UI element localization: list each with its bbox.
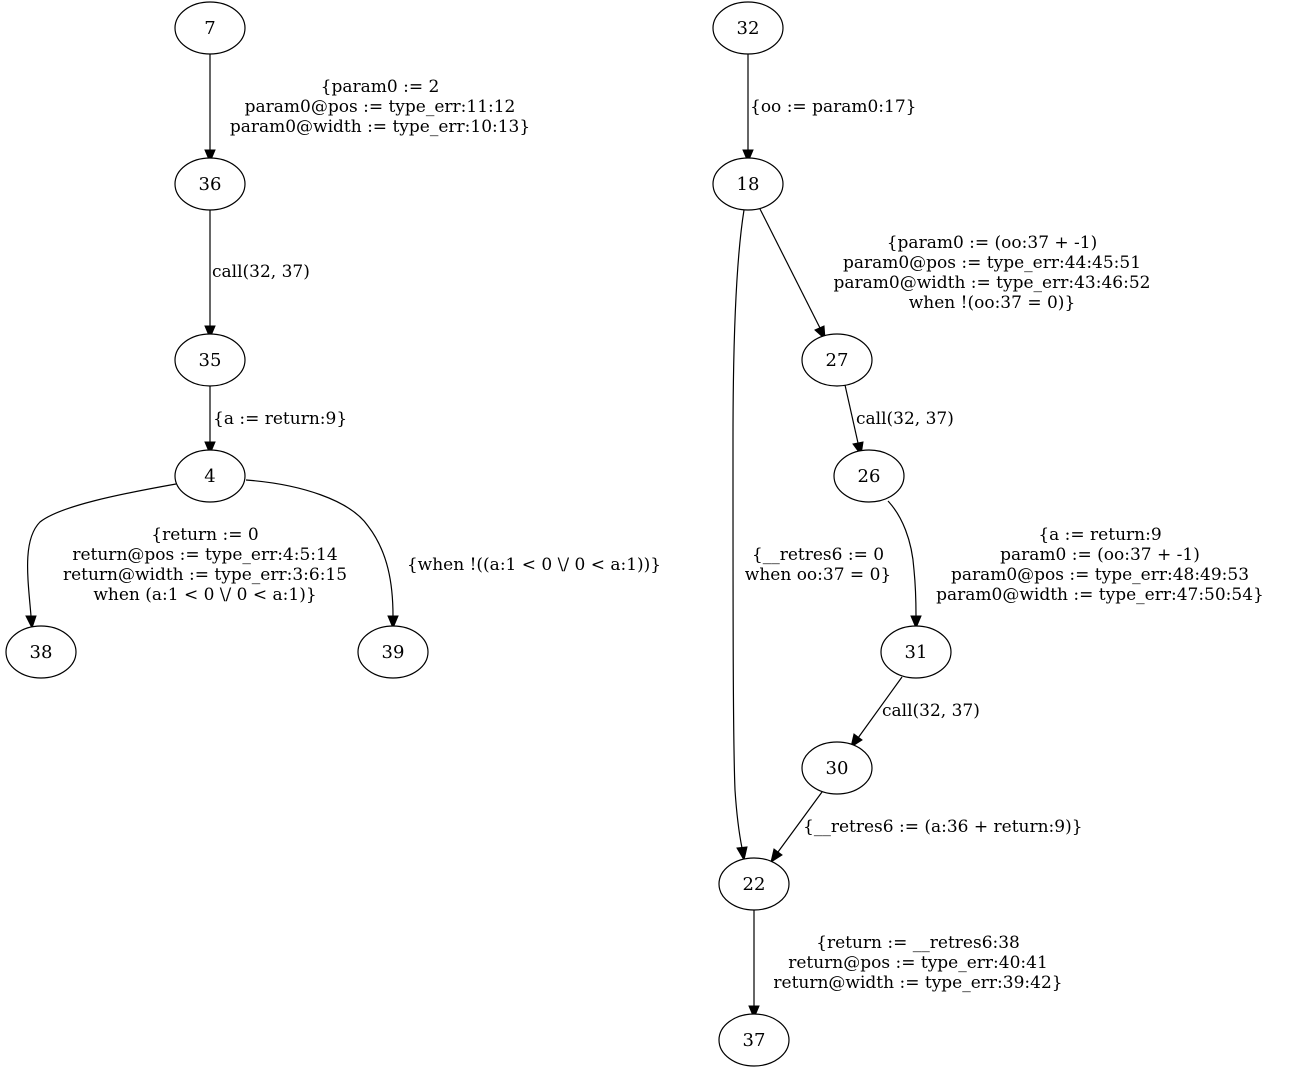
node-label: 27 xyxy=(826,350,849,371)
edge-label-line: return@pos := type_err:4:5:14 xyxy=(72,545,337,565)
edge-7-36 xyxy=(204,54,216,164)
edge-label-line: {__retres6 := 0 xyxy=(752,545,884,565)
node-label: 18 xyxy=(737,174,760,195)
node-36: 36 xyxy=(174,157,246,211)
edge-label-line: call(32, 37) xyxy=(856,409,954,429)
edge-label-line: param0@width := type_err:47:50:54} xyxy=(936,585,1264,605)
edge-label-line: when (a:1 < 0 \/ 0 < a:1)} xyxy=(93,585,316,605)
edge-label-18-27: {param0 := (oo:37 + -1) param0@pos := ty… xyxy=(834,233,1151,313)
edge-32-18 xyxy=(742,54,754,164)
edge-label-36-35: call(32, 37) xyxy=(212,262,310,282)
edge-label-line: {a := return:9 xyxy=(1038,525,1161,545)
edge-label-line: return@pos := type_err:40:41 xyxy=(788,953,1048,973)
edge-label-31-30: call(32, 37) xyxy=(882,701,980,721)
node-label: 4 xyxy=(204,466,215,487)
edge-label-4-38: {return := 0 return@pos := type_err:4:5:… xyxy=(63,525,347,605)
edge-31-30 xyxy=(850,676,903,749)
edge-label-line: {oo := param0:17} xyxy=(750,97,916,117)
node-30: 30 xyxy=(801,741,873,795)
node-label: 26 xyxy=(858,466,881,487)
node-label: 22 xyxy=(743,874,766,895)
edge-label-line: call(32, 37) xyxy=(212,262,310,282)
node-label: 36 xyxy=(199,174,222,195)
node-7: 7 xyxy=(174,1,246,55)
node-37: 37 xyxy=(718,1013,790,1067)
edge-30-22 xyxy=(770,791,823,864)
node-35: 35 xyxy=(174,333,246,387)
node-38: 38 xyxy=(5,625,77,679)
edge-35-4 xyxy=(204,386,216,456)
node-label: 30 xyxy=(826,758,849,779)
edge-label-7-36: {param0 := 2 param0@pos := type_err:11:1… xyxy=(230,77,530,137)
edge-label-line: param0@pos := type_err:44:45:51 xyxy=(843,253,1141,273)
edge-label-line: {param0 := (oo:37 + -1) xyxy=(887,233,1098,253)
node-18: 18 xyxy=(712,157,784,211)
edge-label-18-22: {__retres6 := 0 when oo:37 = 0} xyxy=(745,545,891,585)
node-39: 39 xyxy=(357,625,429,679)
edge-4-39 xyxy=(245,479,399,630)
edge-4-38 xyxy=(25,483,177,630)
edge-18-27 xyxy=(759,208,826,341)
edge-label-line: {param0 := 2 xyxy=(321,77,440,97)
edge-label-line: param0 := (oo:37 + -1) xyxy=(1000,545,1200,565)
edge-36-35 xyxy=(204,210,216,340)
node-label: 7 xyxy=(204,18,215,39)
edge-label-line: when !(oo:37 = 0)} xyxy=(909,293,1076,313)
node-32: 32 xyxy=(712,1,784,55)
edge-label-line: call(32, 37) xyxy=(882,701,980,721)
node-22: 22 xyxy=(718,857,790,911)
edge-label-line: param0@width := type_err:43:46:52 xyxy=(834,273,1151,293)
node-label: 31 xyxy=(905,642,928,663)
node-label: 35 xyxy=(199,350,222,371)
node-label: 37 xyxy=(743,1030,766,1051)
edge-label-4-39: {when !((a:1 < 0 \/ 0 < a:1))} xyxy=(407,555,661,575)
edge-label-line: return@width := type_err:3:6:15 xyxy=(63,565,347,585)
edge-label-line: return@width := type_err:39:42} xyxy=(773,973,1062,993)
edge-label-27-26: call(32, 37) xyxy=(856,409,954,429)
edge-label-line: param0@width := type_err:10:13} xyxy=(230,117,530,137)
edge-label-30-22: {__retres6 := (a:36 + return:9)} xyxy=(803,817,1083,837)
edge-label-line: param0@pos := type_err:11:12 xyxy=(245,97,516,117)
node-26: 26 xyxy=(833,449,905,503)
edge-label-line: when oo:37 = 0} xyxy=(745,565,891,585)
node-27: 27 xyxy=(801,333,873,387)
edge-label-22-37: {return := __retres6:38 return@pos := ty… xyxy=(773,933,1062,993)
edge-22-37 xyxy=(748,910,760,1020)
edge-label-35-4: {a := return:9} xyxy=(213,409,347,429)
edge-label-line: {a := return:9} xyxy=(213,409,347,429)
edge-label-line: param0@pos := type_err:48:49:53 xyxy=(951,565,1249,585)
edge-label-line: {__retres6 := (a:36 + return:9)} xyxy=(803,817,1083,837)
edge-label-32-18: {oo := param0:17} xyxy=(750,97,916,117)
edge-label-line: {return := __retres6:38 xyxy=(816,933,1020,953)
node-label: 39 xyxy=(382,642,405,663)
edge-label-line: {when !((a:1 < 0 \/ 0 < a:1))} xyxy=(407,555,661,575)
node-31: 31 xyxy=(880,625,952,679)
edge-26-31 xyxy=(887,500,922,630)
node-label: 38 xyxy=(30,642,53,663)
edge-18-22 xyxy=(732,209,748,862)
node-4: 4 xyxy=(174,449,246,503)
node-label: 32 xyxy=(737,18,760,39)
edge-label-line: {return := 0 xyxy=(151,525,258,545)
edge-label-26-31: {a := return:9 param0 := (oo:37 + -1) pa… xyxy=(936,525,1264,605)
